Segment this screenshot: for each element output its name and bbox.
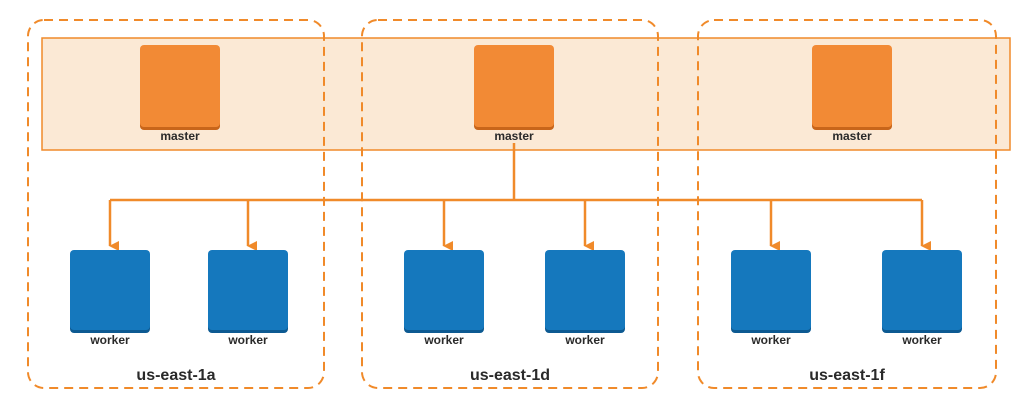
worker-node-box xyxy=(404,250,484,330)
master-node-label: master xyxy=(832,129,872,143)
zone-us-east-1f xyxy=(697,19,997,389)
master-node-2: master xyxy=(812,45,892,143)
worker-node-0: worker xyxy=(70,250,150,347)
worker-node-label: worker xyxy=(423,333,464,347)
worker-node-box xyxy=(208,250,288,330)
zone-label-us-east-1a: us-east-1a xyxy=(136,367,215,384)
worker-node-label: worker xyxy=(227,333,268,347)
zone-label-us-east-1f: us-east-1f xyxy=(809,367,885,384)
worker-node-label: worker xyxy=(89,333,130,347)
worker-node-box xyxy=(545,250,625,330)
worker-node-1: worker xyxy=(208,250,288,347)
connectors xyxy=(108,143,931,251)
worker-node-label: worker xyxy=(564,333,605,347)
master-node-label: master xyxy=(494,129,534,143)
master-node-1: master xyxy=(474,45,554,143)
master-node-box xyxy=(474,45,554,127)
master-node-0: master xyxy=(140,45,220,143)
master-node-box xyxy=(140,45,220,127)
worker-node-box xyxy=(882,250,962,330)
worker-node-label: worker xyxy=(750,333,791,347)
worker-node-box xyxy=(70,250,150,330)
worker-node-5: worker xyxy=(882,250,962,347)
worker-node-2: worker xyxy=(404,250,484,347)
master-node-label: master xyxy=(160,129,200,143)
worker-node-label: worker xyxy=(901,333,942,347)
zone-us-east-1d xyxy=(361,19,659,389)
worker-node-box xyxy=(731,250,811,330)
worker-node-3: worker xyxy=(545,250,625,347)
zone-label-us-east-1d: us-east-1d xyxy=(470,367,550,384)
worker-node-4: worker xyxy=(731,250,811,347)
master-node-box xyxy=(812,45,892,127)
zone-us-east-1a xyxy=(27,19,325,389)
